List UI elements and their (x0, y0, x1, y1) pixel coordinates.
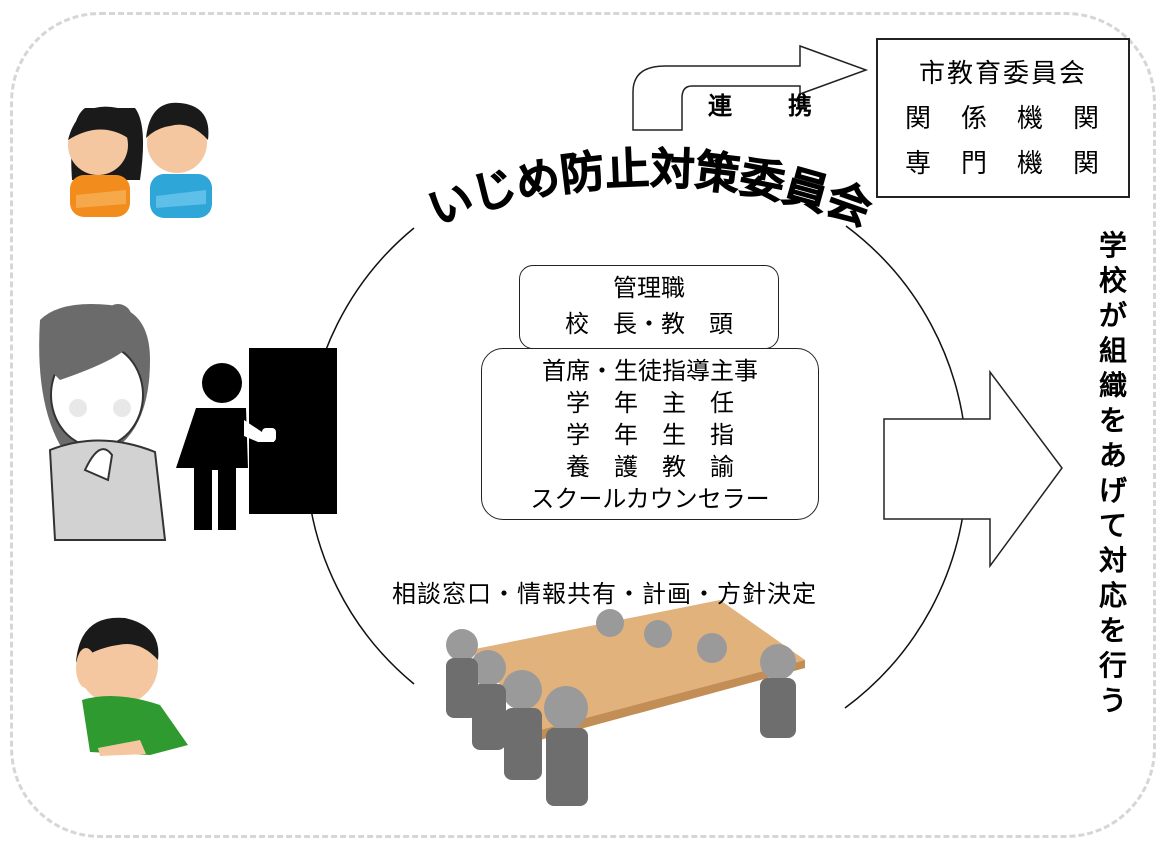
thinking-woman-icon (39, 304, 167, 541)
school-response-vertical-text: 学校が組織をあげて対応を行う (1093, 228, 1133, 718)
side-text-char: 織 (1098, 369, 1127, 402)
management-label: 管理職 (613, 274, 685, 302)
dashed-frame (10, 12, 1156, 838)
renkei-label: 連 携 (708, 92, 828, 120)
side-text-char: て (1098, 509, 1127, 542)
management-box: 管理職 校 長・教 頭 (519, 265, 779, 349)
staff-line: 首席・生徒指導主事 (542, 357, 758, 385)
side-text-char: 校 (1098, 264, 1127, 297)
staff-line: スクールカウンセラー (530, 485, 770, 513)
agency-line: 専 門 機 関 (904, 149, 1101, 179)
big-right-arrow (883, 369, 1063, 569)
staff-box: 首席・生徒指導主事 学 年 主 任 学 年 生 指 養 護 教 諭 スクールカウ… (481, 348, 819, 520)
staff-line: 養 護 教 諭 (566, 453, 734, 481)
side-text-char: が (1098, 299, 1127, 332)
committee-title-text: いじめ防止対策委員会 (421, 143, 878, 236)
svg-text:いじめ防止対策委員会: いじめ防止対策委員会 (422, 144, 878, 236)
troubled-man-icon (76, 617, 188, 756)
side-text-char: げ (1098, 474, 1127, 507)
side-text-char: 行 (1098, 649, 1127, 682)
side-text-char: を (1098, 404, 1127, 437)
side-text-char: 対 (1098, 544, 1127, 577)
side-text-char: 組 (1098, 334, 1127, 367)
agency-line: 市教育委員会 (918, 59, 1087, 89)
side-text-char: 応 (1098, 579, 1127, 612)
management-members: 校 長・教 頭 (565, 310, 733, 338)
side-text-char: あ (1098, 439, 1127, 472)
external-agencies-box: 市教育委員会 関 係 機 関 専 門 機 関 (876, 38, 1130, 198)
side-text-char: 学 (1098, 229, 1127, 262)
agency-line: 関 係 機 関 (904, 104, 1101, 134)
person-at-door-icon (176, 348, 337, 530)
meeting-table-icon (446, 600, 805, 806)
meeting-caption: 相談窓口・情報共有・計画・方針決定 (392, 580, 817, 608)
worried-children-icon (68, 102, 212, 218)
staff-line: 学 年 主 任 (566, 389, 734, 417)
staff-line: 学 年 生 指 (566, 421, 734, 449)
committee-title: いじめ防止対策委員会 (421, 143, 878, 236)
side-text-char: を (1098, 614, 1127, 647)
renkei-arrow (632, 44, 869, 131)
side-text-char: う (1098, 684, 1127, 717)
